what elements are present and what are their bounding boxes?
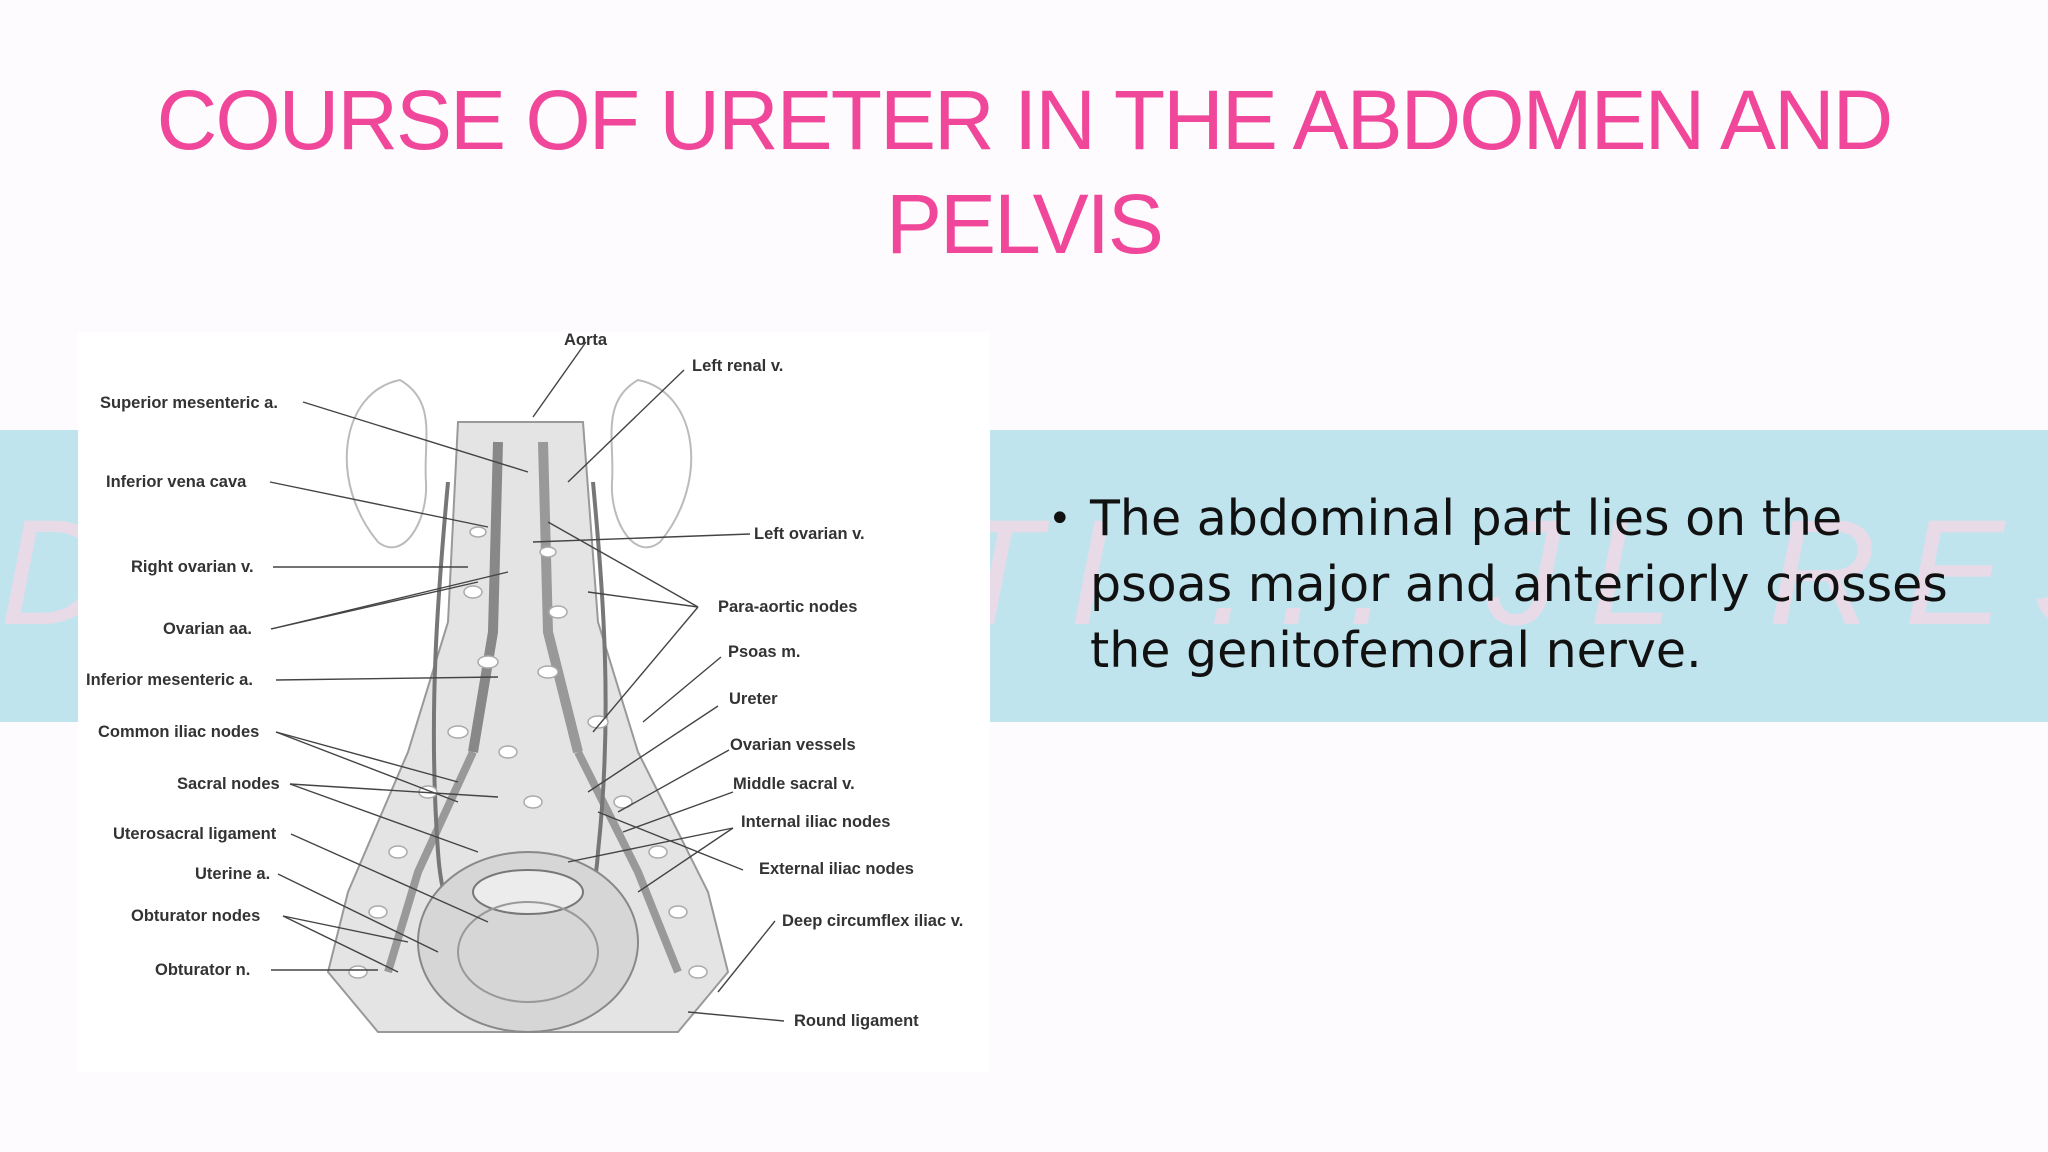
label-right-ovarian-v: Right ovarian v. [131, 558, 254, 576]
ureter-diagram: Superior mesenteric a. Inferior vena cav… [86, 332, 963, 1033]
label-inferior-vena-cava: Inferior vena cava [106, 473, 247, 491]
label-left-renal-v: Left renal v. [692, 357, 783, 375]
label-sacral-nodes: Sacral nodes [177, 775, 280, 793]
label-left-ovarian-v: Left ovarian v. [754, 525, 865, 543]
label-ureter: Ureter [729, 690, 778, 708]
label-middle-sacral-v: Middle sacral v. [733, 775, 855, 793]
bullet-list: • The abdominal part lies on the psoas m… [1048, 486, 1948, 684]
label-external-iliac-nodes: External iliac nodes [759, 860, 914, 878]
label-uterosacral-ligament: Uterosacral ligament [113, 825, 277, 843]
label-common-iliac-nodes: Common iliac nodes [98, 723, 259, 741]
bullet-text: The abdominal part lies on the psoas maj… [1090, 490, 1948, 679]
bullet-item: • The abdominal part lies on the psoas m… [1048, 486, 1948, 684]
label-ovarian-vessels: Ovarian vessels [730, 736, 856, 754]
anatomy-figure: Superior mesenteric a. Inferior vena cav… [78, 332, 990, 1072]
label-psoas-m: Psoas m. [728, 643, 800, 661]
label-obturator-n: Obturator n. [155, 961, 250, 979]
label-obturator-nodes: Obturator nodes [131, 907, 260, 925]
bullet-marker: • [1048, 496, 1072, 542]
label-internal-iliac-nodes: Internal iliac nodes [741, 813, 890, 831]
label-uterine-a: Uterine a. [195, 865, 270, 883]
label-inferior-mesenteric-a: Inferior mesenteric a. [86, 671, 253, 689]
label-ovarian-aa: Ovarian aa. [163, 620, 252, 638]
label-superior-mesenteric-a: Superior mesenteric a. [100, 394, 278, 412]
slide-title: COURSE OF URETER IN THE ABDOMEN AND PELV… [156, 73, 1894, 271]
label-round-ligament: Round ligament [794, 1012, 919, 1030]
label-aorta: Aorta [564, 332, 608, 349]
label-deep-circumflex-iliac-v: Deep circumflex iliac v. [782, 912, 963, 930]
label-para-aortic-nodes: Para-aortic nodes [718, 598, 857, 616]
